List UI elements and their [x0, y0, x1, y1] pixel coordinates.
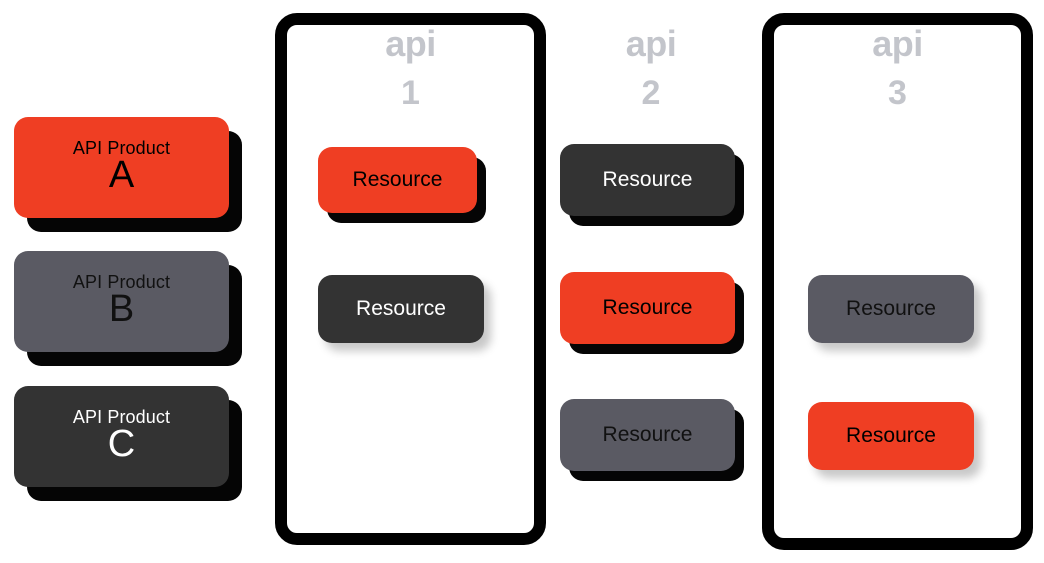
- api-word-label: api: [872, 23, 923, 64]
- api-number-label: 3: [888, 74, 907, 112]
- resource-label: Resource: [602, 168, 693, 191]
- resource-chip[interactable]: Resource: [560, 144, 735, 216]
- resource-label: Resource: [602, 423, 693, 446]
- resource-chip[interactable]: Resource: [808, 402, 974, 470]
- api-heading-1: api 1: [275, 23, 546, 112]
- resource-chip[interactable]: Resource: [560, 272, 735, 344]
- api-heading-3: api 3: [762, 23, 1033, 112]
- resource-chip[interactable]: Resource: [318, 147, 477, 213]
- resource-label: Resource: [846, 297, 936, 320]
- resource-chip[interactable]: Resource: [808, 275, 974, 343]
- api-product-title: API Product: [72, 407, 171, 428]
- api-product-letter: A: [108, 154, 135, 196]
- api-word-label: api: [385, 23, 436, 64]
- resource-label: Resource: [352, 168, 443, 191]
- api-number-label: 1: [401, 74, 420, 112]
- resource-label: Resource: [602, 296, 693, 319]
- resource-chip[interactable]: Resource: [560, 399, 735, 471]
- api-product-card-a[interactable]: API Product A: [14, 117, 229, 218]
- api-product-title: API Product: [72, 138, 171, 159]
- api-product-title: API Product: [72, 272, 171, 293]
- api-word-label: api: [625, 23, 677, 64]
- api-product-card-b[interactable]: API Product B: [14, 251, 229, 352]
- api-product-letter: C: [107, 423, 136, 465]
- resource-label: Resource: [846, 424, 936, 447]
- api-product-card-c[interactable]: API Product C: [14, 386, 229, 487]
- resource-chip[interactable]: Resource: [318, 275, 484, 343]
- resource-label: Resource: [356, 297, 446, 320]
- api-product-letter: B: [108, 288, 135, 330]
- api-heading-2: api 2: [553, 23, 749, 112]
- api-number-label: 2: [641, 74, 661, 112]
